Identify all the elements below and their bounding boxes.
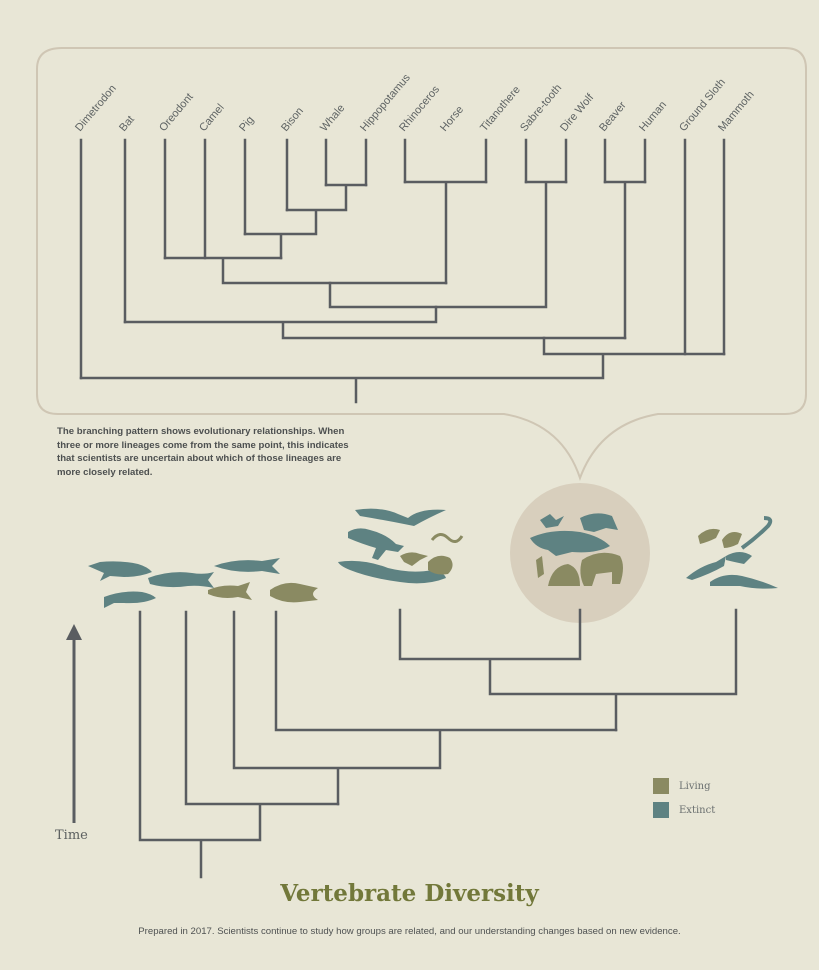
taxon-label: Beaver: [597, 99, 629, 134]
taxon-label: Bison: [279, 105, 306, 134]
mammal-spotlight: [510, 483, 650, 623]
time-label: Time: [55, 828, 88, 843]
legend-living: Living: [653, 778, 711, 794]
fish-group-icon: [88, 558, 318, 608]
taxon-label: Rhinoceros: [397, 83, 442, 134]
taxon-label: Mammoth: [716, 89, 757, 134]
taxon-label: Horse: [438, 104, 466, 134]
taxon-label: Whale: [318, 102, 347, 134]
reptile-group-icon: [338, 508, 464, 584]
legend-swatch-living: [653, 778, 669, 794]
legend-label-extinct: Extinct: [679, 804, 716, 816]
callout-frame: [36, 47, 807, 482]
legend-swatch-extinct: [653, 802, 669, 818]
taxon-label: Bat: [117, 114, 137, 134]
diagram-caption: The branching pattern shows evolutionary…: [57, 426, 349, 478]
amphibian-group-icon: [686, 516, 778, 589]
legend-extinct: Extinct: [653, 802, 715, 818]
taxon-label: Camel: [197, 102, 227, 134]
taxon-labels: Dimetrodon Bat Oreodont Camel Pig Bison …: [73, 71, 757, 133]
time-axis-arrow: [66, 624, 82, 823]
taxon-label: Pig: [237, 114, 256, 134]
mammal-cladogram: [79, 138, 726, 404]
page-title: Vertebrate Diversity: [280, 880, 539, 907]
footer-note: Prepared in 2017. Scientists continue to…: [138, 926, 681, 937]
mammal-group-icon: [530, 513, 623, 586]
taxon-label: Titanothere: [478, 84, 523, 134]
taxon-label: Dimetrodon: [73, 83, 119, 134]
legend-label-living: Living: [679, 780, 711, 792]
taxon-label: Dire Wolf: [558, 91, 597, 134]
taxon-label: Human: [637, 99, 669, 134]
taxon-label: Oreodont: [157, 91, 196, 134]
vertebrate-cladogram: [138, 608, 738, 879]
